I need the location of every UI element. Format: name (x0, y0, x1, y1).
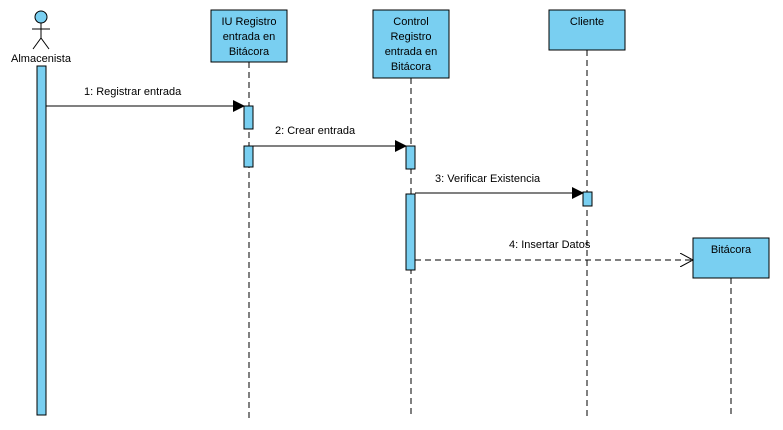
lifeline-label-line: Bitácora (229, 46, 270, 58)
message-label: 2: Crear entrada (275, 125, 356, 137)
message-insertar-datos[interactable]: 4: Insertar Datos (415, 239, 693, 260)
lifeline-label-line: IU Registro (221, 16, 276, 28)
lifeline-header-box (548, 9, 626, 51)
lifeline-label-line: Bitácora (391, 61, 432, 73)
stick-figure-icon (32, 10, 50, 50)
lifeline-label-line: Registro (391, 31, 432, 43)
activation-bar (243, 145, 254, 168)
lifeline-header-box (210, 9, 288, 63)
lifeline-label-line: Control (393, 16, 428, 28)
message-verificar-existencia[interactable]: 3: Verificar Existencia (415, 173, 584, 199)
lifeline-iu-registro[interactable]: IU Registro entrada en Bitácora (210, 9, 288, 418)
actor-almacenista[interactable]: Almacenista (11, 10, 72, 416)
actor-name: Almacenista (11, 53, 72, 65)
actor-activation-bar (36, 65, 47, 416)
lifeline-label-line: Cliente (570, 16, 604, 28)
lifeline-control-registro[interactable]: Control Registro entrada en Bitácora (372, 9, 450, 418)
message-label: 1: Registrar entrada (84, 86, 182, 98)
activation-bar (405, 193, 416, 271)
activation-bar (582, 191, 593, 207)
activation-bar (405, 145, 416, 170)
message-registrar-entrada[interactable]: 1: Registrar entrada (46, 86, 245, 112)
lifeline-header-box (692, 237, 770, 279)
lifeline-header-box (372, 9, 450, 79)
lifeline-label-line: entrada en (223, 31, 276, 43)
lifeline-cliente[interactable]: Cliente (548, 9, 626, 418)
message-label: 4: Insertar Datos (509, 239, 591, 251)
lifeline-bitacora[interactable]: Bitácora (692, 237, 770, 418)
lifeline-label-line: Bitácora (711, 244, 752, 256)
lifeline-label-line: entrada en (385, 46, 438, 58)
message-label: 3: Verificar Existencia (435, 173, 541, 185)
activation-bar (243, 105, 254, 130)
message-crear-entrada[interactable]: 2: Crear entrada (253, 125, 407, 152)
